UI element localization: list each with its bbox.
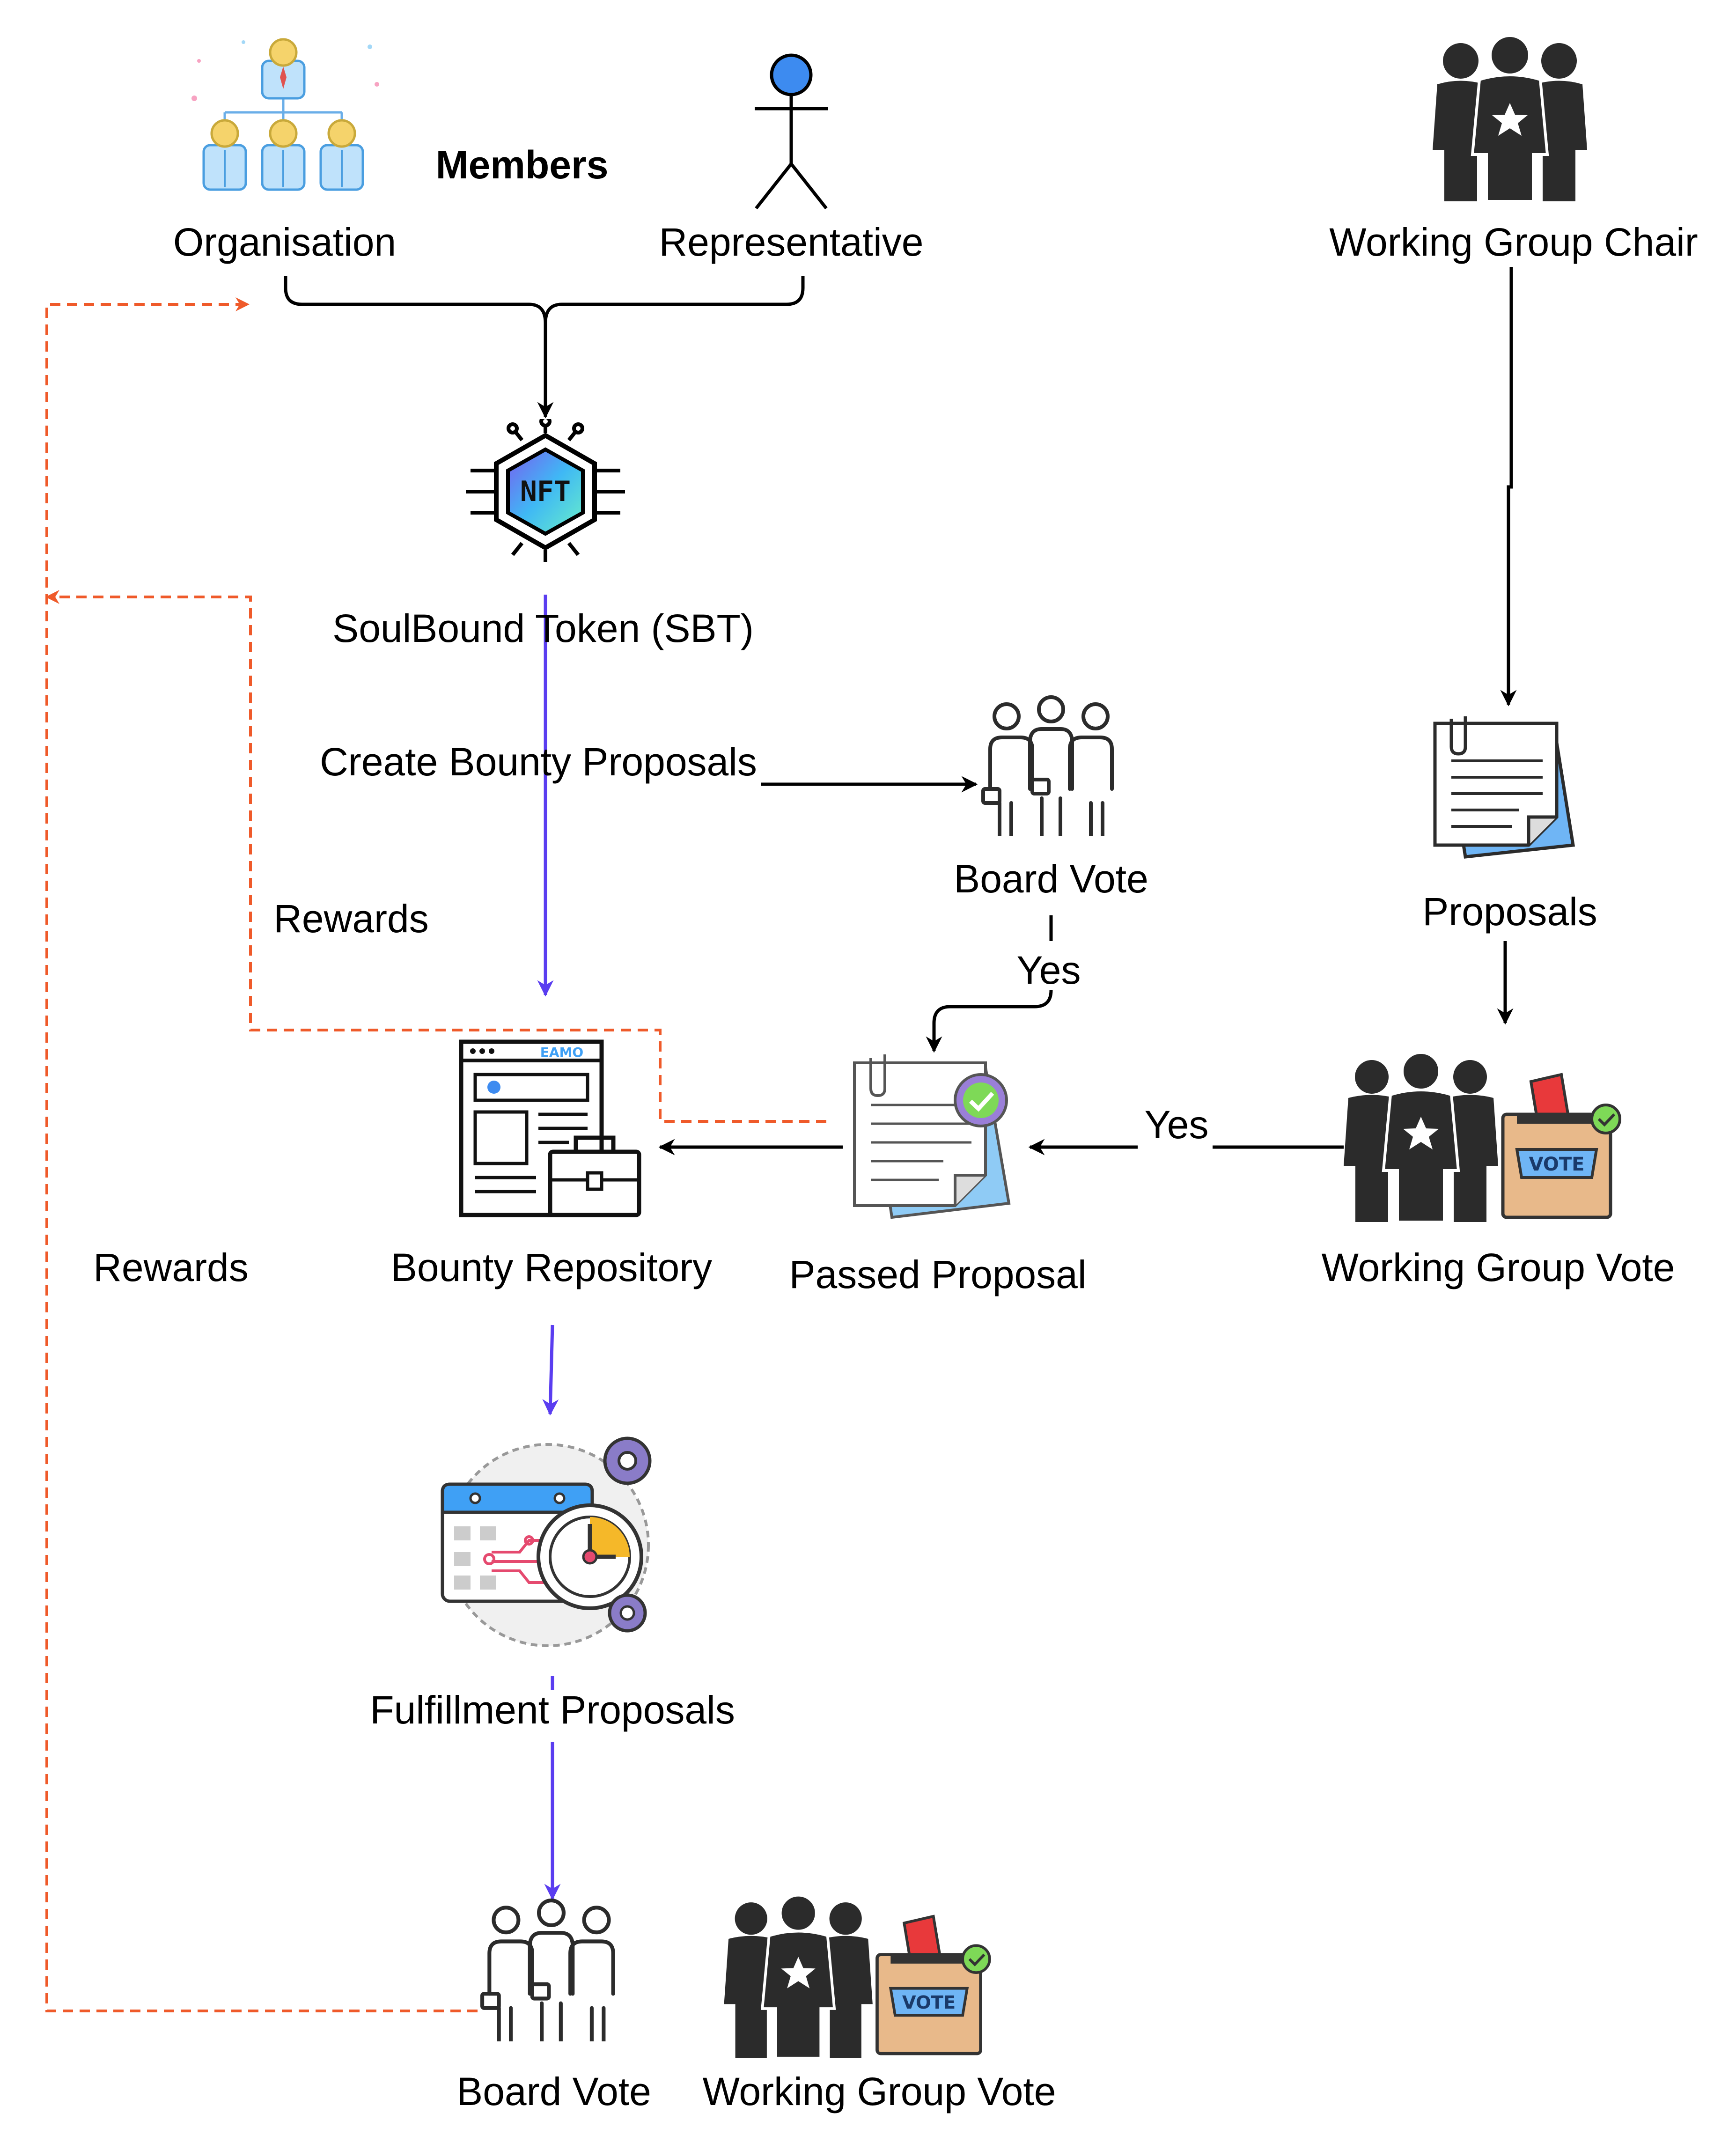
working-group-chair-label: Working Group Chair	[1329, 220, 1698, 264]
working-group-vote-bottom-label: Working Group Vote	[702, 2069, 1056, 2113]
bounty-repository-icon: EAMO	[459, 1039, 641, 1217]
passed-proposal-label: Passed Proposal	[789, 1252, 1087, 1296]
browser-tab-text: EAMO	[540, 1045, 583, 1060]
members-bracket-connector	[284, 276, 805, 324]
working-group-vote-bottom-icon: VOTE	[724, 1893, 991, 2060]
create-bounty-proposals-label: Create Bounty Proposals	[320, 740, 757, 784]
rewards-upper-label: Rewards	[273, 897, 429, 941]
rewards-lower-label: Rewards	[93, 1245, 249, 1289]
fulfillment-proposals-icon	[441, 1436, 652, 1647]
sbt-label: SoulBound Token (SBT)	[332, 606, 754, 650]
board-vote-icon	[981, 695, 1114, 836]
proposals-label: Proposals	[1422, 890, 1597, 934]
reward-board-vote-loop	[45, 297, 478, 2012]
representative-stick-figure-icon	[755, 53, 828, 210]
board-vote-bottom-label: Board Vote	[456, 2069, 651, 2113]
nft-icon-text: NFT	[520, 475, 571, 508]
wg-chair-to-proposals-arrow	[1500, 267, 1517, 707]
working-group-vote-icon: VOTE	[1344, 1051, 1621, 1223]
vote-box-text: VOTE	[1529, 1154, 1585, 1175]
working-group-vote-label: Working Group Vote	[1321, 1245, 1675, 1289]
board-vote-label: Board Vote	[954, 857, 1148, 901]
representative-label: Representative	[659, 220, 924, 264]
members-label: Members	[435, 143, 609, 187]
board-vote-yes-label: Yes	[1016, 948, 1081, 992]
repository-to-fulfillment-arrow	[542, 1325, 559, 1416]
working-group-chair-icon	[1433, 34, 1587, 201]
organisation-icon	[191, 38, 379, 191]
sbt-nft-icon: NFT	[466, 419, 625, 562]
board-vote-yes-to-passed-arrow	[926, 990, 1053, 1053]
reward-repository-loop	[45, 590, 826, 1123]
board-vote-bottom-icon	[480, 1899, 615, 2041]
wg-vote-yes-label: Yes	[1144, 1103, 1209, 1147]
organisation-label: Organisation	[173, 220, 397, 264]
bounty-repository-label: Bounty Repository	[390, 1245, 713, 1289]
passed-proposal-icon	[853, 1054, 1011, 1219]
proposals-document-icon	[1433, 716, 1575, 859]
vote-box-bottom-text: VOTE	[902, 1992, 956, 2013]
fulfillment-proposals-label: Fulfillment Proposals	[370, 1688, 735, 1732]
